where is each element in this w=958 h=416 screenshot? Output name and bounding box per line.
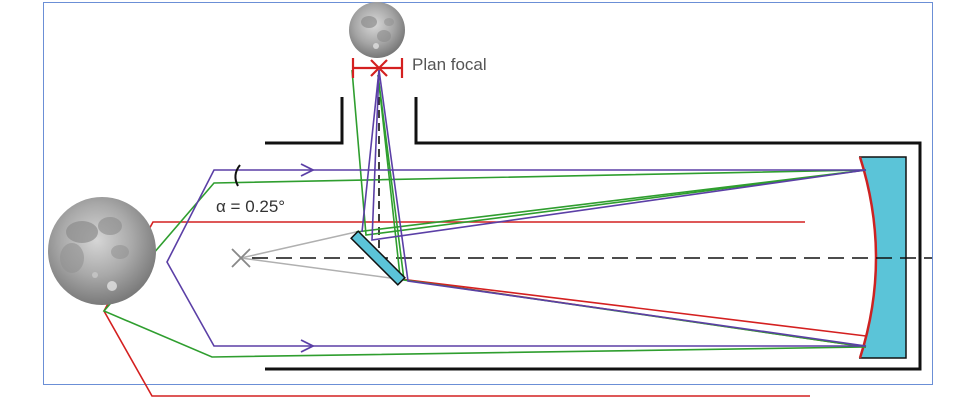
- diagram-frame: [43, 2, 933, 385]
- primary-mirror-surface: [858, 156, 878, 359]
- tube-top-left: [265, 97, 344, 145]
- focal-point-cross-icon: [370, 59, 388, 77]
- source-point-cross-icon: [231, 248, 251, 268]
- angle-label: α = 0.25°: [216, 197, 285, 216]
- moon-image-small: [349, 2, 405, 58]
- arrow-top: [300, 163, 316, 177]
- purple-rays: [166, 69, 867, 347]
- focal-plane-label: Plan focal: [412, 55, 487, 74]
- arrow-bottom: [300, 339, 316, 353]
- moon-image-large: [48, 197, 156, 305]
- tube-top-right: [265, 97, 922, 371]
- secondary-mirror: [350, 230, 406, 286]
- ray-arrows: [300, 163, 316, 353]
- angle-arc: [234, 164, 241, 187]
- telescope-tube: [265, 97, 922, 371]
- virtual-rays: [240, 231, 399, 280]
